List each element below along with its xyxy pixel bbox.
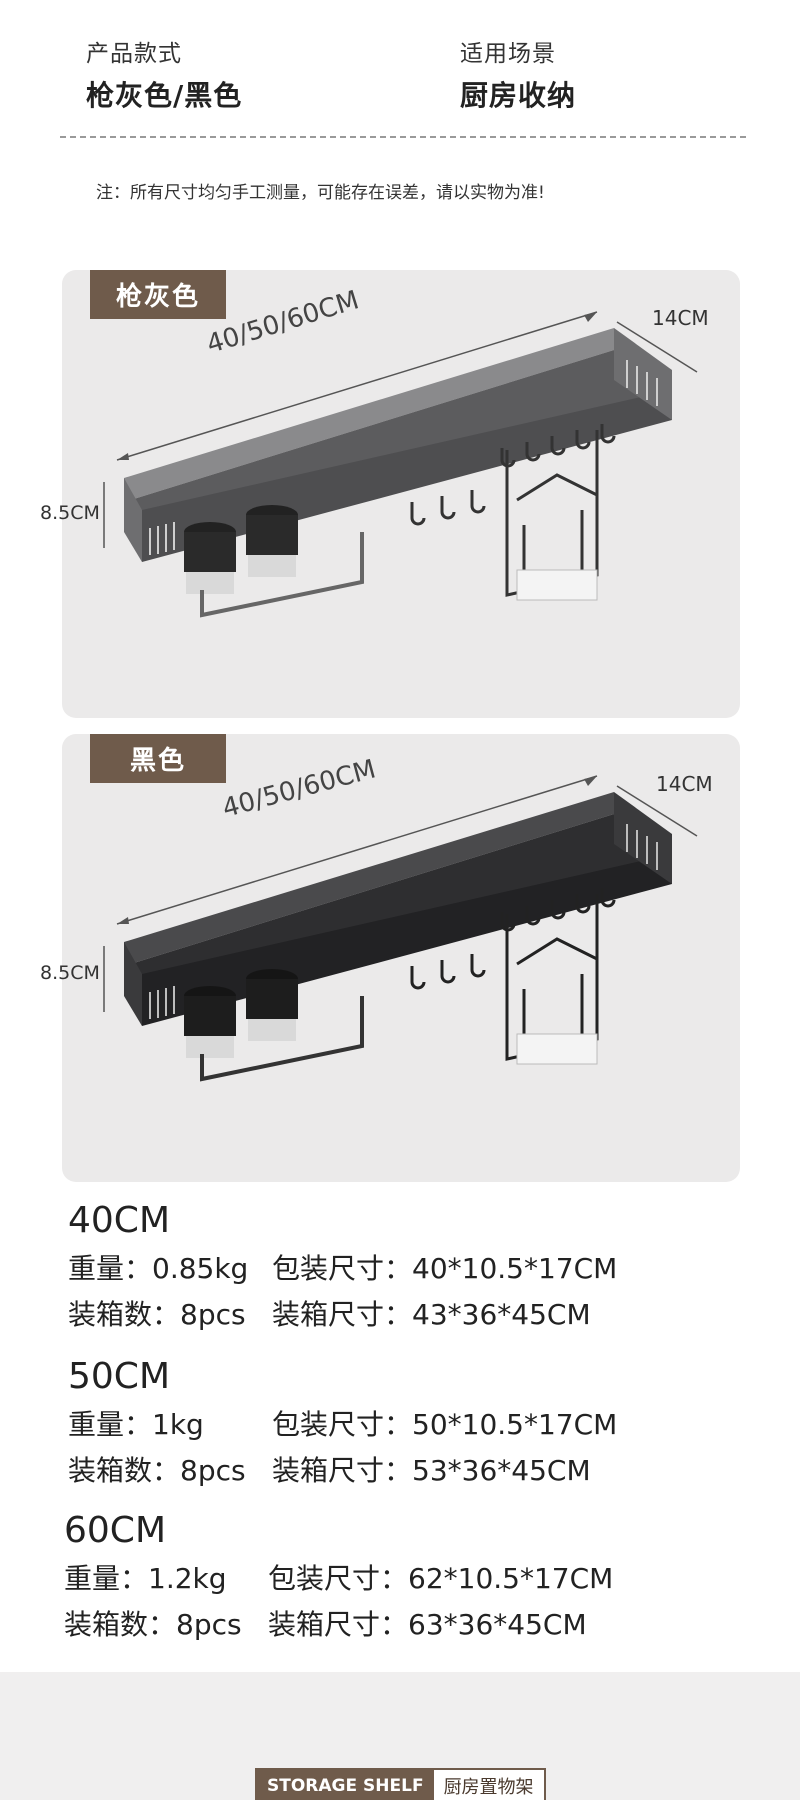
height-dimension: 8.5CM [40, 962, 100, 984]
spec-count: 装箱数：8pcs [68, 1454, 246, 1487]
spec-weight: 重量：1.2kg [64, 1562, 227, 1595]
shelf-illustration [103, 311, 698, 618]
shelf-illustration [103, 775, 698, 1082]
spec-size: 60CM [64, 1510, 167, 1551]
scene-value: 厨房收纳 [460, 79, 577, 112]
spec-count: 装箱数：8pcs [64, 1608, 242, 1641]
depth-dimension: 14CM [656, 772, 713, 796]
header: 产品款式 枪灰色/黑色 适用场景 厨房收纳 [0, 0, 800, 150]
spec-size: 50CM [68, 1356, 171, 1397]
footer: STORAGE SHELF 厨房置物架 [0, 1672, 800, 1800]
spec-60cm: 60CM 重量：1.2kg 包装尺寸：62*10.5*17CM 装箱数：8pcs 装… [64, 1510, 613, 1643]
style-value: 枪灰色/黑色 [86, 79, 243, 112]
height-dimension: 8.5CM [40, 502, 100, 524]
dashed-divider [60, 136, 746, 138]
spec-box-size: 装箱尺寸：63*36*45CM [268, 1608, 587, 1641]
style-label: 产品款式 [86, 41, 182, 67]
spec-pack-size: 包装尺寸：40*10.5*17CM [272, 1252, 618, 1285]
variant-panel-gunmetal: 枪灰色 [40, 270, 740, 718]
spec-40cm: 40CM 重量：0.85kg 包装尺寸：40*10.5*17CM 装箱数：8pcs… [68, 1200, 617, 1333]
style-block: 产品款式 枪灰色/黑色 [86, 34, 242, 114]
badge-cn: 厨房置物架 [433, 1770, 544, 1800]
spec-pack-size: 包装尺寸：62*10.5*17CM [268, 1562, 614, 1595]
spec-pack-size: 包装尺寸：50*10.5*17CM [272, 1408, 618, 1441]
depth-dimension: 14CM [652, 306, 709, 330]
spec-weight: 重量：1kg [68, 1408, 204, 1441]
spec-box-size: 装箱尺寸：43*36*45CM [272, 1298, 591, 1331]
spec-weight: 重量：0.85kg [68, 1252, 249, 1285]
scene-block: 适用场景 厨房收纳 [460, 34, 576, 114]
variant-tag: 枪灰色 [90, 270, 226, 319]
variant-tag: 黑色 [90, 734, 226, 783]
spec-box-size: 装箱尺寸：53*36*45CM [272, 1454, 591, 1487]
storage-shelf-badge: STORAGE SHELF 厨房置物架 [255, 1768, 546, 1800]
scene-label: 适用场景 [460, 41, 556, 67]
spec-size: 40CM [68, 1200, 171, 1241]
spec-50cm: 50CM 重量：1kg 包装尺寸：50*10.5*17CM 装箱数：8pcs 装箱尺… [68, 1356, 617, 1489]
spec-count: 装箱数：8pcs [68, 1298, 246, 1331]
variant-panel-black: 黑色 40/50/60CM 14CM [40, 734, 740, 1182]
badge-en: STORAGE SHELF [257, 1770, 434, 1800]
measurement-note: 注：所有尺寸均匀手工测量，可能存在误差，请以实物为准! [96, 183, 545, 203]
